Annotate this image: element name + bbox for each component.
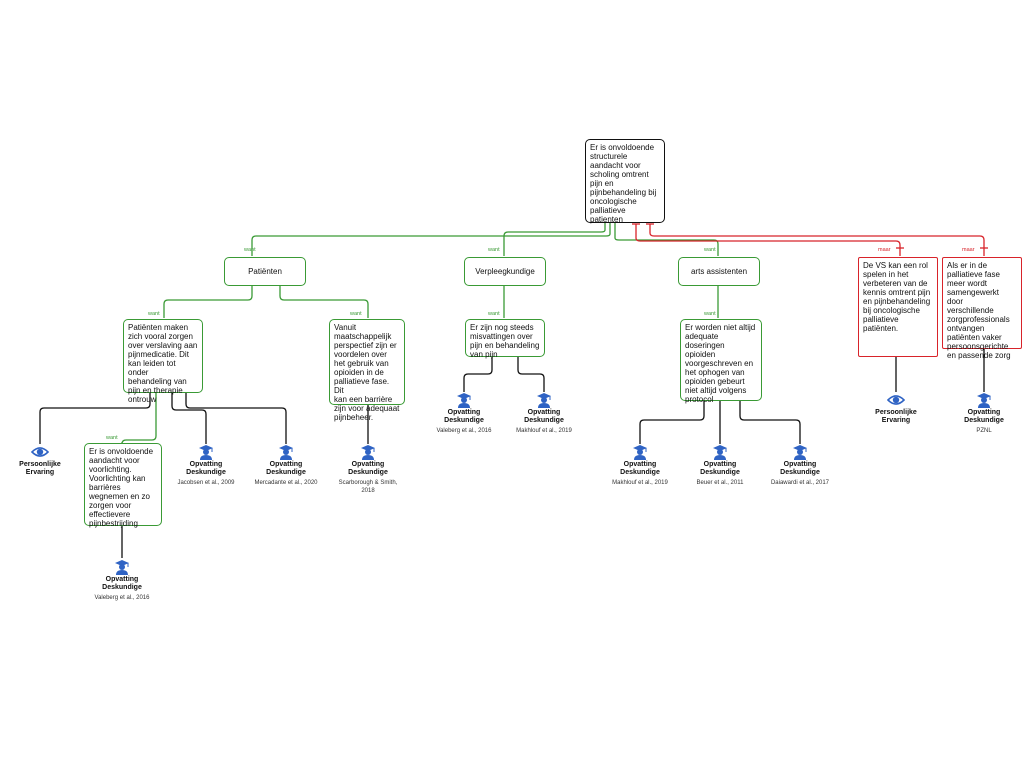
evidence-source: Mercadante et al., 2020 [254, 480, 318, 486]
evidence-line-e7 [517, 356, 545, 392]
connector-root-patienten [251, 222, 611, 256]
label-want: want [704, 247, 716, 253]
evidence-expert-opinion[interactable]: Opvatting Deskundige Beuer et al., 2011 [680, 444, 760, 487]
evidence-line-e8 [639, 400, 705, 444]
evidence-source: Beuer et al., 2011 [696, 480, 744, 486]
evidence-expert-opinion[interactable]: Opvatting Deskundige Scarborough & Smith… [328, 444, 408, 495]
node-patienten[interactable]: Patiënten [224, 257, 306, 286]
connector-zorgen-voorlichting [121, 392, 157, 445]
evidence-expert-opinion[interactable]: Opvatting Deskundige Mercadante et al., … [246, 444, 326, 487]
evidence-title: Opvatting Deskundige [102, 576, 142, 591]
expert-icon [977, 393, 991, 408]
node-verpleegkundige[interactable]: Verpleegkundige [464, 257, 546, 286]
expert-icon [361, 445, 375, 460]
node-arts-assistenten[interactable]: arts assistenten [678, 257, 760, 286]
node-maatschappelijk[interactable]: Vanuit maatschappelijk perspectief zijn … [329, 319, 405, 422]
evidence-source: Makhlouf et al., 2019 [612, 480, 668, 486]
evidence-expert-opinion[interactable]: Opvatting Deskundige Makhlouf et al., 20… [600, 444, 680, 487]
evidence-expert-opinion[interactable]: Opvatting Deskundige Valeberg et al., 20… [424, 392, 504, 435]
expert-icon [279, 445, 293, 460]
evidence-line-e6 [463, 356, 493, 392]
expert-icon [633, 445, 647, 460]
evidence-line-e3 [185, 392, 287, 444]
evidence-source: PZNL [976, 428, 992, 434]
evidence-title: Opvatting Deskundige [700, 461, 740, 476]
node-rebuttal-samenwerking[interactable]: Als er in de palliatieve fase meer wordt… [942, 257, 1022, 360]
label-want: want [106, 435, 118, 441]
node-doseringen[interactable]: Er worden niet altijd adequate doseringe… [680, 319, 762, 404]
evidence-expert-opinion[interactable]: Opvatting Deskundige Makhlouf et al., 20… [504, 392, 584, 435]
connector-patienten-maatschappelijk [279, 286, 369, 318]
node-root-claim[interactable]: Er is onvoldoende structurele aandacht v… [585, 139, 665, 224]
evidence-title: Opvatting Deskundige [186, 461, 226, 476]
evidence-title: Opvatting Deskundige [266, 461, 306, 476]
evidence-expert-opinion[interactable]: Opvatting Deskundige Daiawardi et al., 2… [760, 444, 840, 487]
expert-icon [457, 393, 471, 408]
evidence-source: Makhlouf et al., 2019 [516, 428, 572, 434]
evidence-expert-opinion[interactable]: Opvatting Deskundige Jacobsen et al., 20… [166, 444, 246, 487]
label-want: want [148, 311, 160, 317]
evidence-title: Opvatting Deskundige [780, 461, 820, 476]
node-voorlichting[interactable]: Er is onvoldoende aandacht voor voorlich… [84, 443, 162, 528]
evidence-title: Persoonlijke Ervaring [875, 409, 917, 424]
connector-root-samenwerking [649, 224, 985, 256]
label-want: want [488, 311, 500, 317]
eye-icon [887, 395, 905, 405]
label-maar: maar [878, 247, 891, 253]
expert-icon [199, 445, 213, 460]
expert-icon [115, 560, 129, 575]
evidence-personal-experience[interactable]: Persoonlijke Ervaring [0, 444, 80, 477]
evidence-source: Jacobsen et al., 2009 [177, 480, 235, 486]
evidence-personal-experience[interactable]: Persoonlijke Ervaring [856, 392, 936, 425]
evidence-title: Opvatting Deskundige [620, 461, 660, 476]
connector-root-vs [635, 224, 901, 256]
evidence-title: Opvatting Deskundige [348, 461, 388, 476]
evidence-source: Valeberg et al., 2016 [436, 428, 492, 434]
evidence-expert-opinion[interactable]: Opvatting Deskundige PZNL [944, 392, 1024, 435]
expert-icon [793, 445, 807, 460]
evidence-source: Daiawardi et al., 2017 [770, 480, 830, 486]
label-want: want [350, 311, 362, 317]
evidence-title: Persoonlijke Ervaring [19, 461, 61, 476]
connector-root-verpleegkundige [503, 222, 606, 256]
expert-icon [537, 393, 551, 408]
evidence-line-e1 [39, 392, 151, 444]
eye-icon [31, 447, 49, 457]
evidence-title: Opvatting Deskundige [444, 409, 484, 424]
evidence-line-e10 [739, 400, 801, 444]
label-want: want [244, 247, 256, 253]
evidence-expert-opinion[interactable]: Opvatting Deskundige Valeberg et al., 20… [82, 559, 162, 602]
evidence-title: Opvatting Deskundige [964, 409, 1004, 424]
node-rebuttal-vs[interactable]: De VS kan een rol spelen in het verbeter… [858, 257, 938, 357]
node-misvattingen[interactable]: Er zijn nog steeds misvattingen over pij… [465, 319, 545, 359]
label-want: want [488, 247, 500, 253]
node-patienten-zorgen[interactable]: Patiënten maken zich vooral zorgen over … [123, 319, 203, 404]
label-want: want [704, 311, 716, 317]
evidence-source: Scarborough & Smith, 2018 [338, 480, 398, 494]
label-maar: maar [962, 247, 975, 253]
connector-patienten-zorgen [163, 286, 253, 318]
evidence-line-e2 [171, 392, 207, 444]
evidence-title: Opvatting Deskundige [524, 409, 564, 424]
evidence-source: Valeberg et al., 2016 [94, 595, 150, 601]
expert-icon [713, 445, 727, 460]
connector-root-arts [614, 222, 719, 256]
